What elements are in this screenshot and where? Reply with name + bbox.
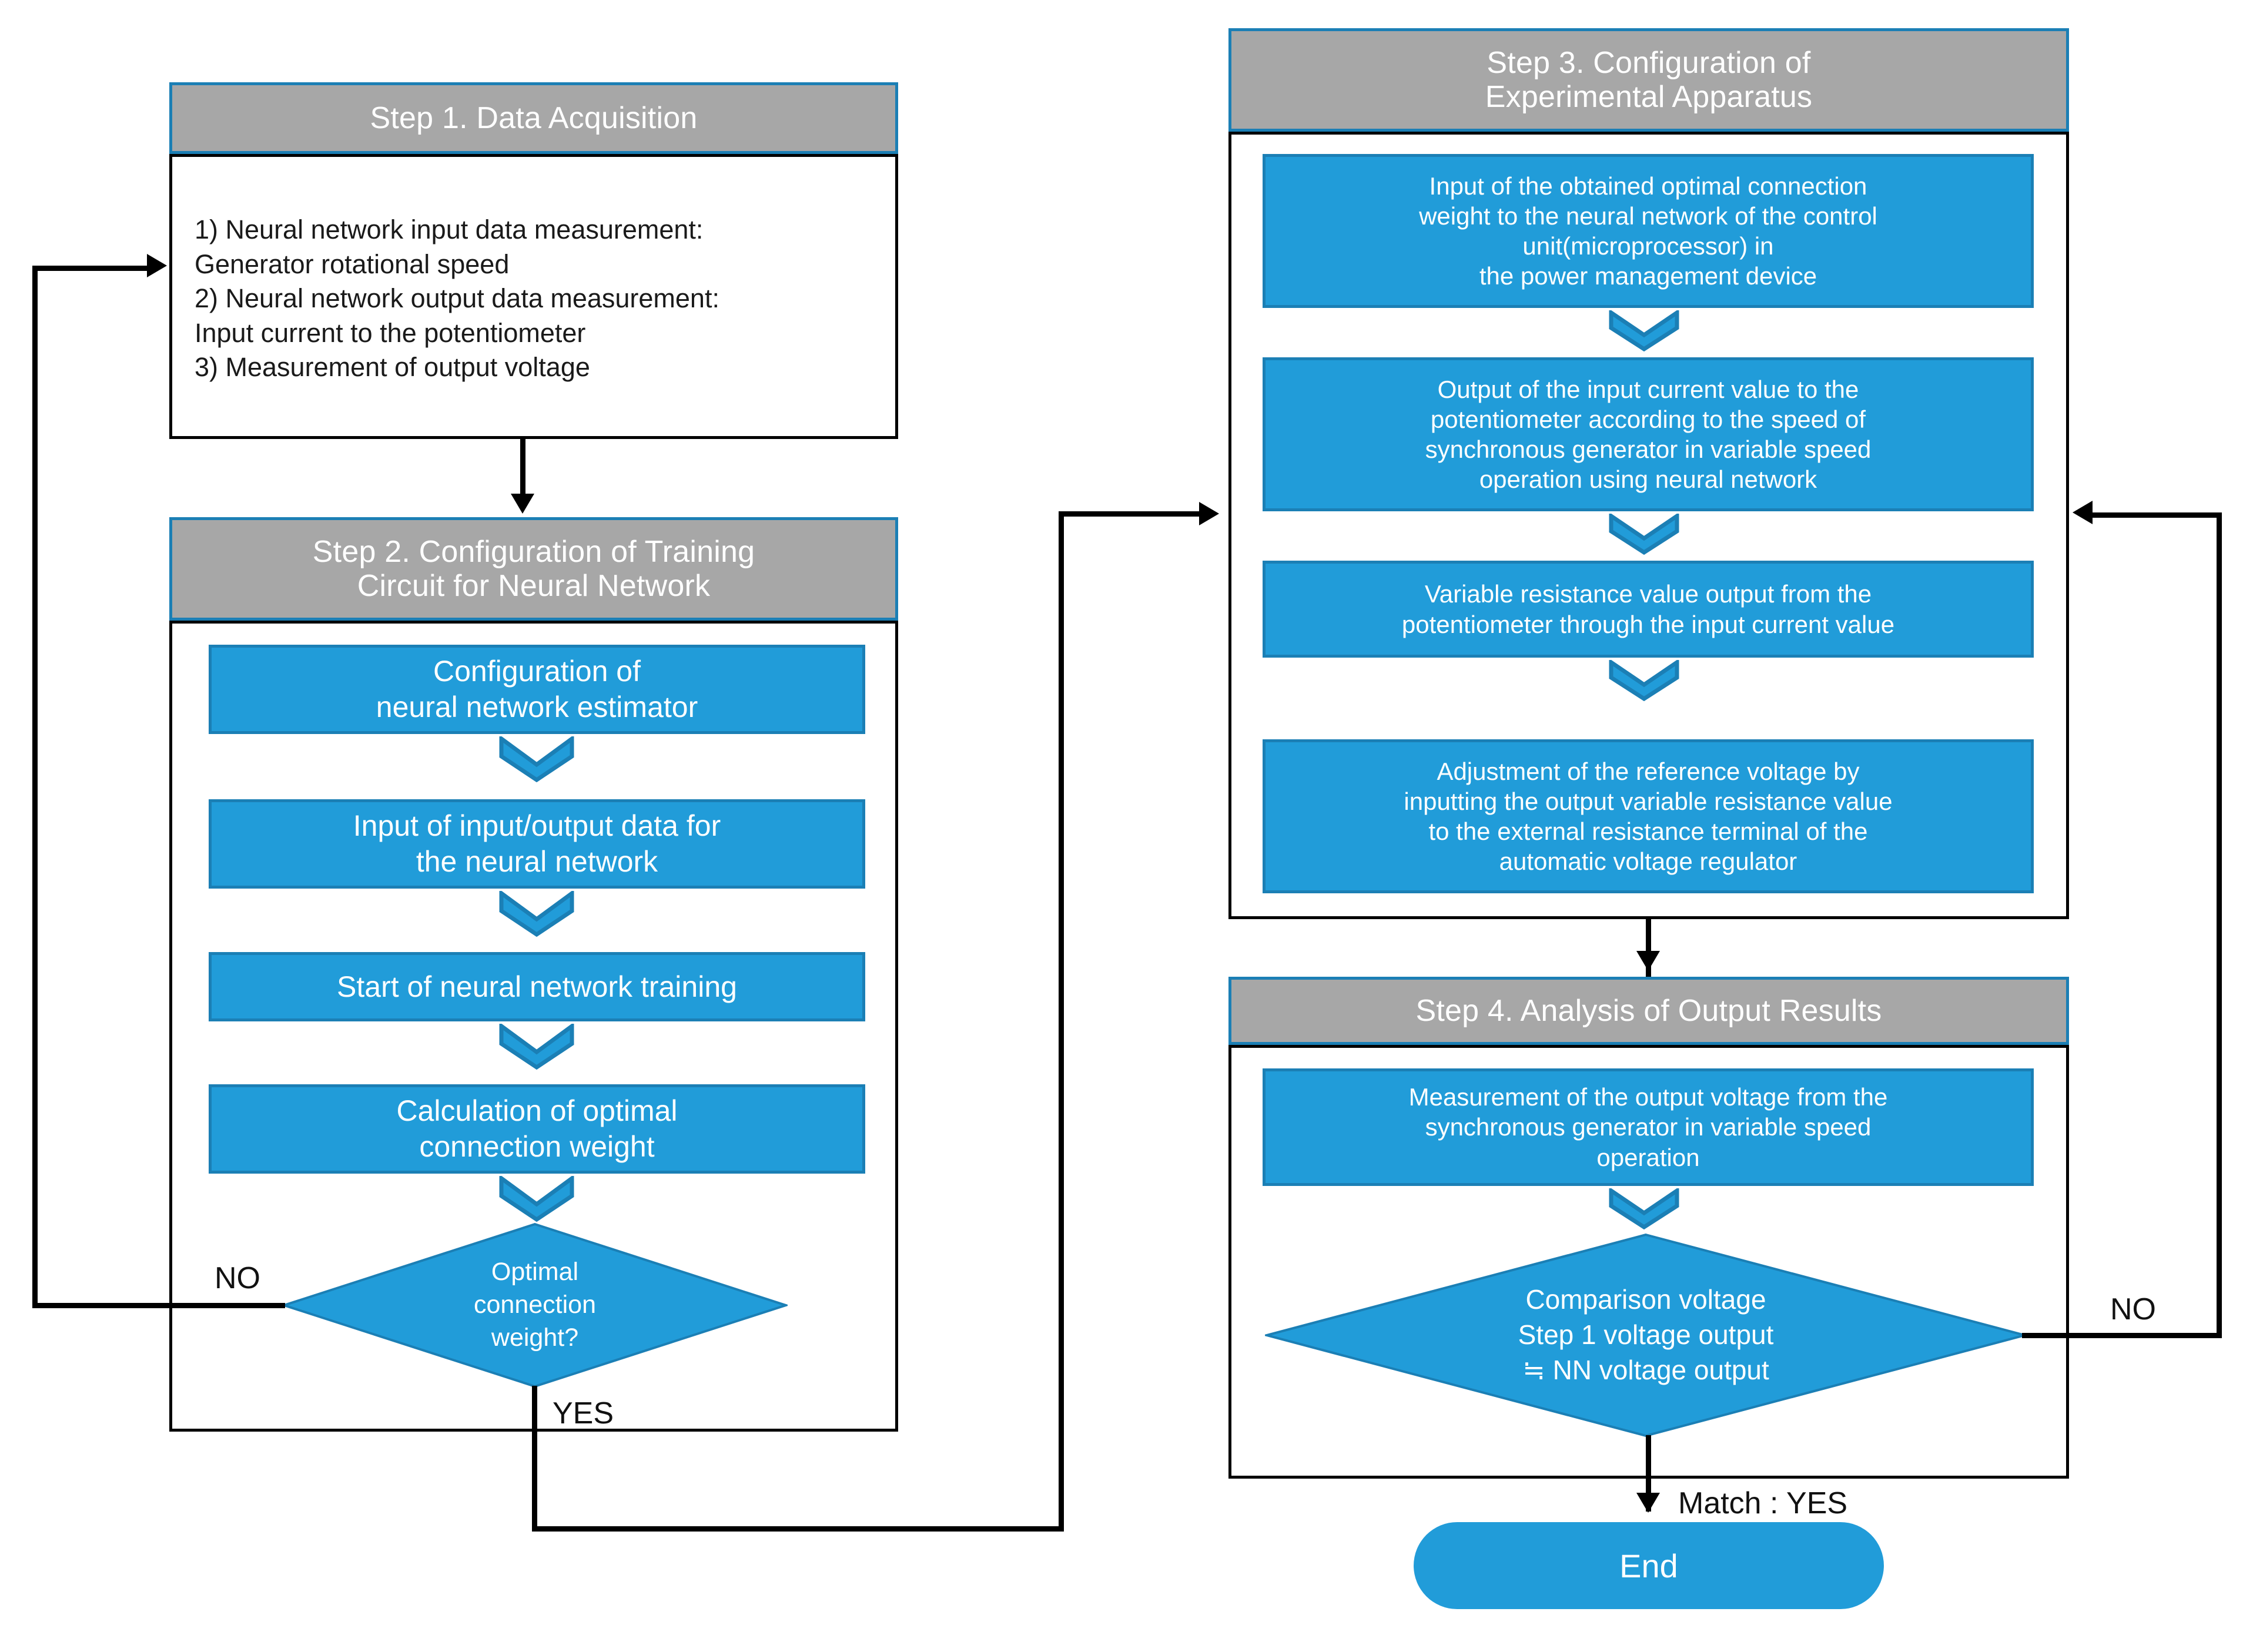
step3-process-box-3[interactable]: Variable resistance value output from th… xyxy=(1263,561,2034,658)
step3-chevron-2 xyxy=(1609,514,1679,555)
step2-decision-diamond[interactable]: Optimal connection weight? xyxy=(282,1222,788,1388)
no-loop-segment-vertical xyxy=(32,266,38,1308)
yes-path-arrowhead xyxy=(1199,502,1219,525)
step4-no-label: NO xyxy=(2110,1292,2156,1326)
step3-process-box-2[interactable]: Output of the input current value to the… xyxy=(1263,357,2034,511)
match-yes-label: Match : YES xyxy=(1678,1486,1848,1520)
connector-step1-to-step2 xyxy=(520,439,525,498)
step1-body: 1) Neural network input data measurement… xyxy=(169,154,898,439)
step3-process-box-4[interactable]: Adjustment of the reference voltage by i… xyxy=(1263,739,2034,893)
no-loop-segment-horizontal-lower xyxy=(32,1303,285,1308)
step2-no-label: NO xyxy=(215,1261,260,1295)
step2-process-box-1[interactable]: Configuration of neural network estimato… xyxy=(209,645,865,734)
step3-chevron-1 xyxy=(1609,310,1679,351)
step2-process-box-4[interactable]: Calculation of optimal connection weight xyxy=(209,1084,865,1174)
step4-no-loop-vertical xyxy=(2217,512,2222,1335)
yes-path-horizontal xyxy=(532,1526,1064,1532)
step2-chevron-4 xyxy=(499,1176,574,1222)
match-yes-path-vertical xyxy=(1646,1435,1651,1512)
step2-chevron-1 xyxy=(499,736,574,782)
step4-no-loop-horizontal-lower xyxy=(2022,1333,2222,1338)
connector-step3-to-step4 xyxy=(1646,919,1651,978)
step3-title-bar: Step 3. Configuration of Experimental Ap… xyxy=(1228,28,2069,132)
connector-step3-to-step4-arrowhead xyxy=(1636,951,1660,971)
step4-no-loop-horizontal-upper xyxy=(2093,512,2219,518)
step4-chevron-1 xyxy=(1609,1188,1679,1229)
step1-title-bar: Step 1. Data Acquisition xyxy=(169,82,898,154)
step1-body-text: 1) Neural network input data measurement… xyxy=(195,215,719,382)
step2-yes-label: YES xyxy=(553,1396,614,1430)
step4-process-box-1[interactable]: Measurement of the output voltage from t… xyxy=(1263,1068,2034,1186)
step3-process-box-1[interactable]: Input of the obtained optimal connection… xyxy=(1263,154,2034,308)
yes-path-vertical-rise xyxy=(1059,511,1064,1530)
yes-path-vertical xyxy=(532,1386,537,1532)
step4-title-bar: Step 4. Analysis of Output Results xyxy=(1228,977,2069,1045)
step3-chevron-3 xyxy=(1609,660,1679,701)
no-loop-segment-horizontal-upper xyxy=(32,266,156,271)
connector-step1-to-step2-arrowhead xyxy=(511,494,534,514)
step2-chevron-2 xyxy=(499,891,574,937)
step2-title-bar: Step 2. Configuration of Training Circui… xyxy=(169,517,898,621)
match-yes-arrowhead xyxy=(1636,1493,1660,1513)
no-loop-arrowhead xyxy=(147,254,167,277)
end-terminator[interactable]: End xyxy=(1414,1522,1884,1609)
step2-chevron-3 xyxy=(499,1024,574,1070)
step4-decision-diamond[interactable]: Comparison voltage Step 1 voltage output… xyxy=(1265,1233,2027,1437)
step2-process-box-2[interactable]: Input of input/output data for the neura… xyxy=(209,799,865,889)
step4-no-loop-arrowhead xyxy=(2073,501,2093,524)
step2-process-box-3[interactable]: Start of neural network training xyxy=(209,952,865,1021)
yes-path-horizontal-into-step3 xyxy=(1059,511,1208,517)
